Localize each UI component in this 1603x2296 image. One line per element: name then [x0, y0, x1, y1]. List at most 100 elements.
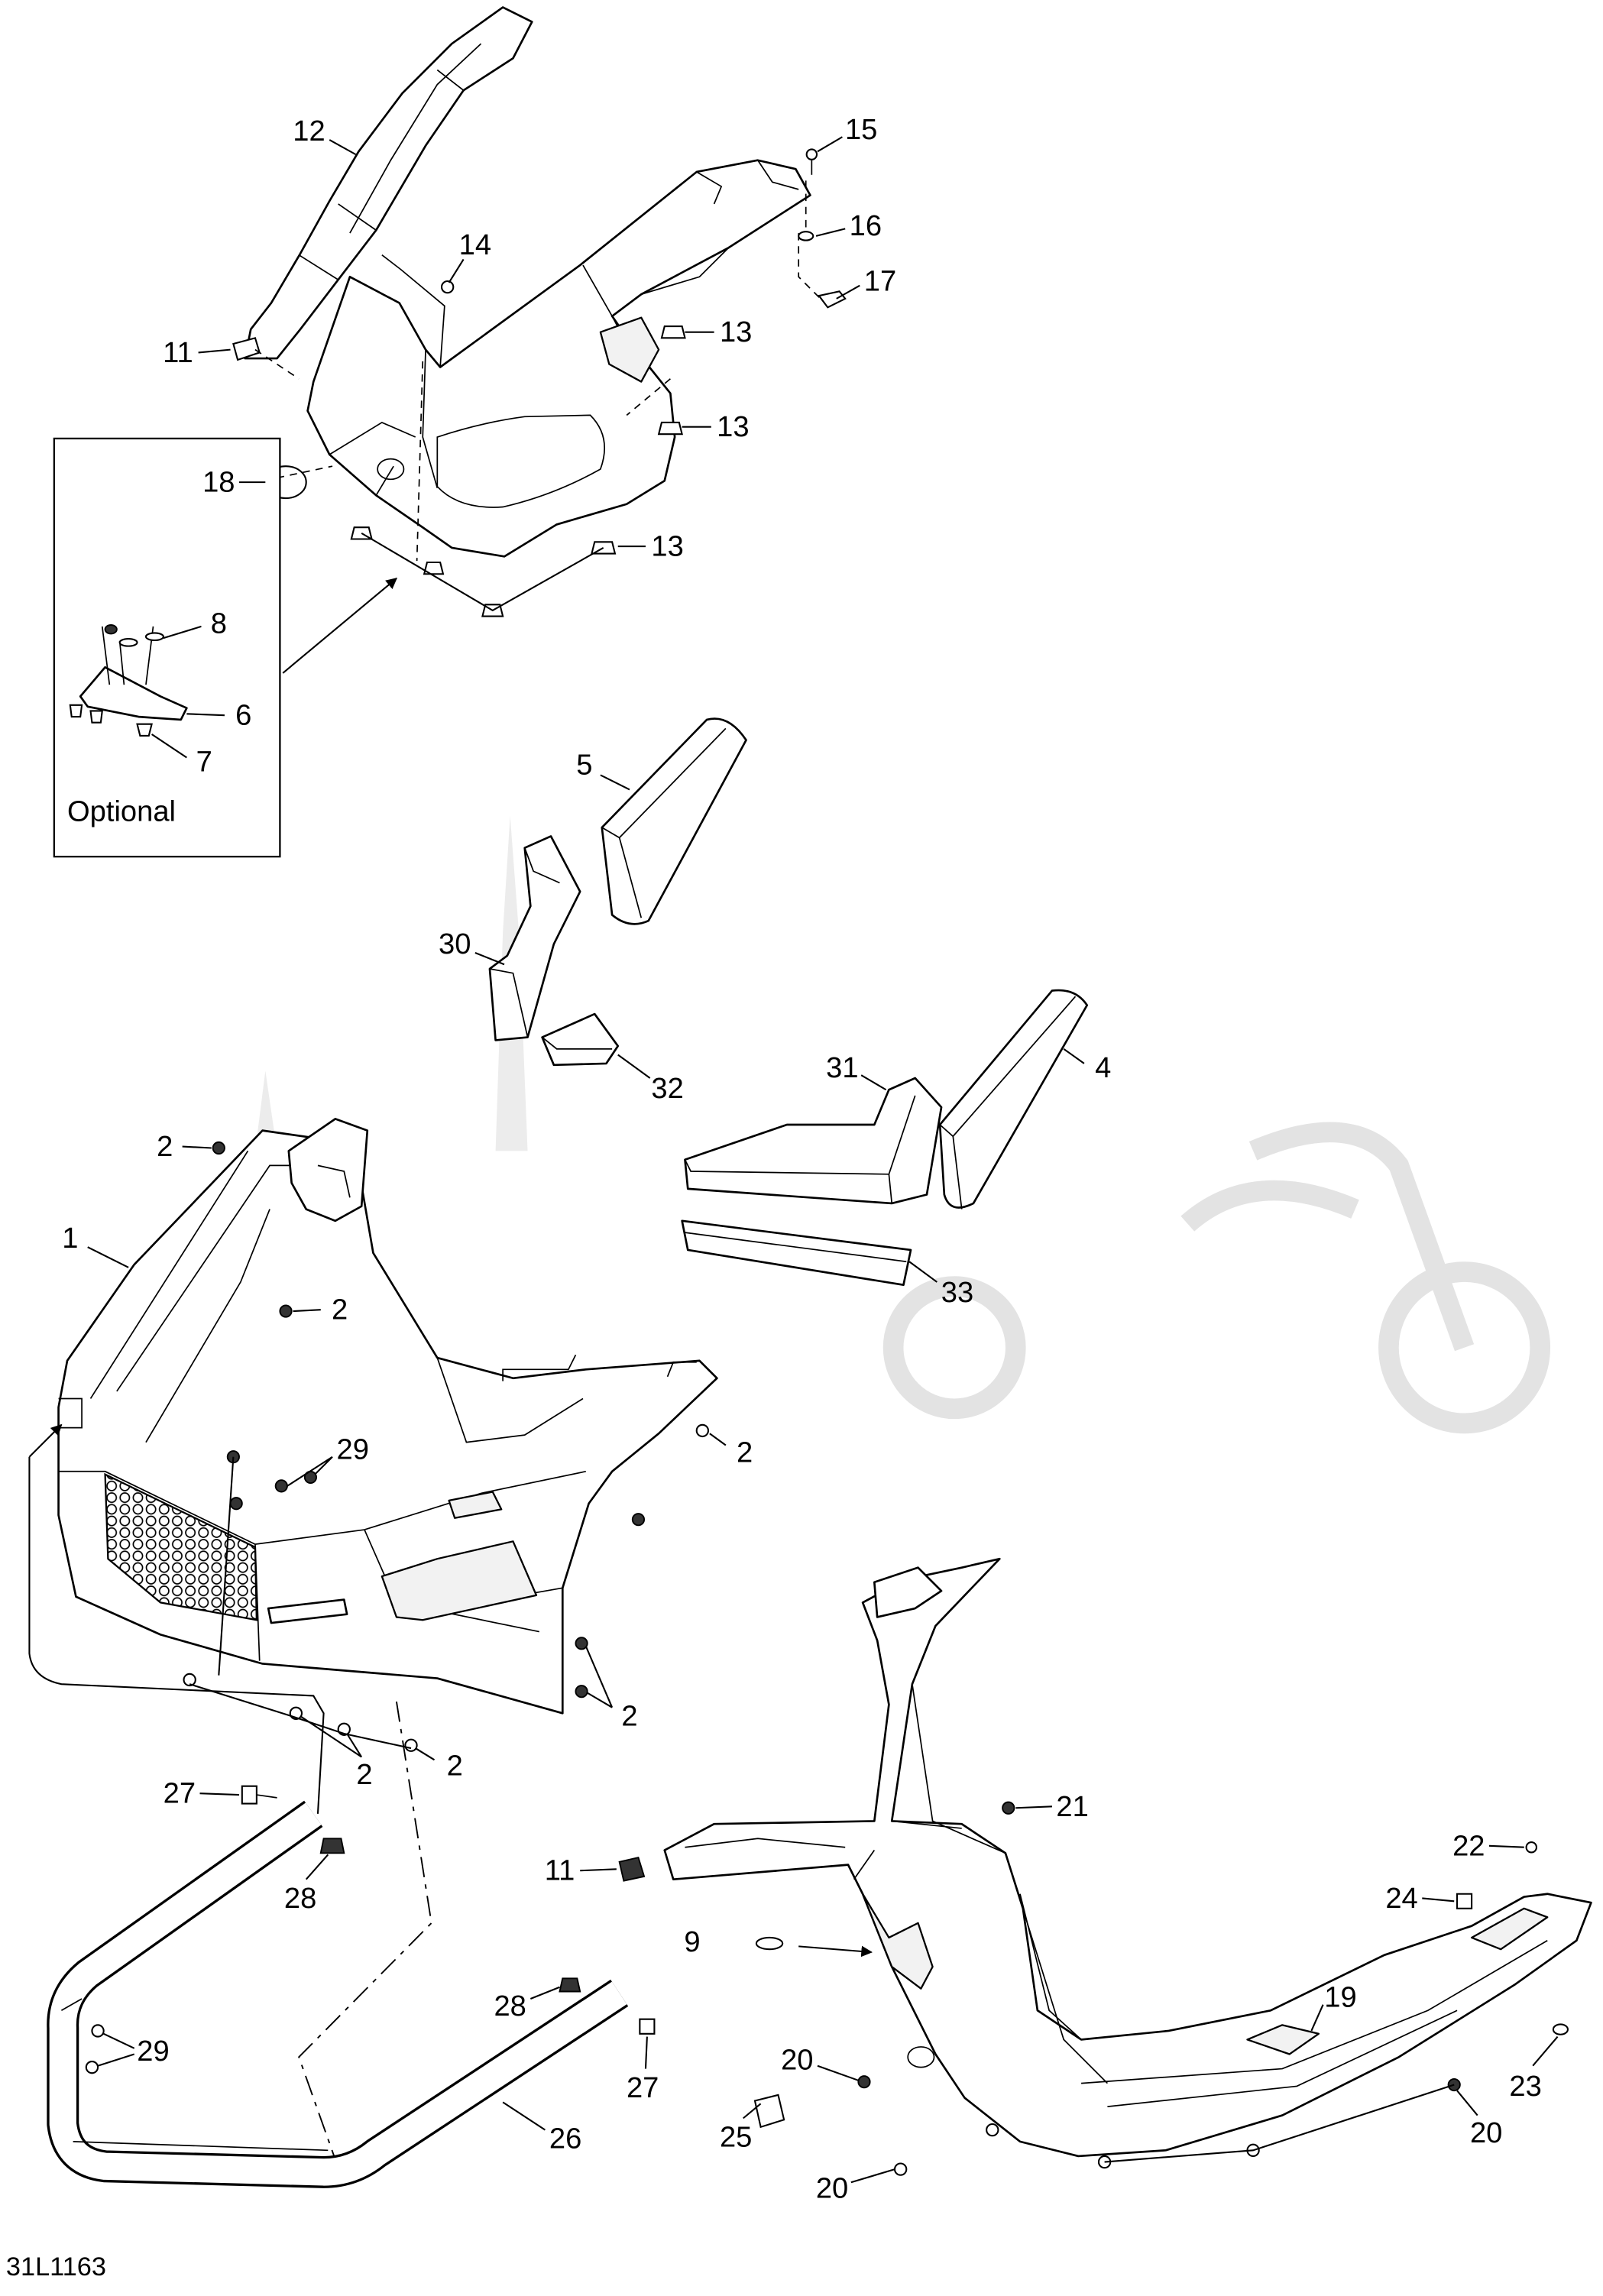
optional-kit-box: Optional: [53, 437, 281, 858]
callout-20: 20: [1470, 2116, 1502, 2149]
part-5-pad: [601, 717, 747, 925]
rivet-2-icon: [212, 1141, 225, 1155]
callout-11: 11: [545, 1854, 575, 1887]
screw-22-icon: [1525, 1841, 1537, 1854]
callout-19: 19: [1324, 1981, 1356, 2014]
callout-14: 14: [459, 228, 491, 261]
optional-arrow: [282, 578, 398, 674]
callout-2: 2: [332, 1294, 348, 1326]
callout-32: 32: [651, 1072, 683, 1105]
callout-26: 26: [549, 2123, 581, 2155]
mirror-mount: [287, 1118, 369, 1222]
part-26-bumper: [47, 1800, 629, 2188]
rivet-20-icon: [857, 2075, 871, 2089]
washer-16-icon: [798, 231, 814, 241]
rivet-20-icon: [893, 2162, 908, 2176]
part-1-front-nose: [57, 1118, 718, 1715]
grille-mesh: [104, 1472, 258, 1621]
callout-13: 13: [717, 410, 749, 443]
callout-20: 20: [816, 2171, 848, 2204]
callout-12: 12: [293, 115, 325, 147]
callout-22: 22: [1452, 1829, 1485, 1862]
callout-20: 20: [781, 2044, 813, 2077]
callout-28: 28: [494, 1990, 526, 2022]
belly-fasteners: [618, 1801, 1569, 2176]
callout-2: 2: [621, 1700, 637, 1733]
callout-7: 7: [196, 746, 212, 779]
part-4-pad: [938, 989, 1089, 1210]
callout-9: 9: [684, 1925, 700, 1958]
part-30-pad: [488, 835, 581, 1041]
callout-25: 25: [720, 2121, 752, 2154]
nut-13a-icon: [660, 325, 686, 339]
callout-2: 2: [737, 1436, 753, 1469]
callout-4: 4: [1095, 1051, 1111, 1084]
callout-16: 16: [850, 209, 882, 242]
nut-13b-icon: [657, 421, 683, 436]
part-33-strip: [681, 1219, 912, 1287]
callout-6: 6: [235, 699, 251, 732]
rivet-14-icon: [440, 280, 455, 294]
callout-2: 2: [157, 1130, 173, 1163]
rivet-20-icon: [1447, 2077, 1461, 2092]
callout-15: 15: [845, 113, 877, 146]
rivet-29-icon: [85, 2060, 99, 2074]
callout-18: 18: [202, 466, 235, 499]
center-line: [298, 1701, 432, 2168]
rivet-2-icon: [229, 1497, 243, 1511]
rivet-2-icon: [575, 1637, 588, 1650]
bumper-connector-line: [28, 1456, 325, 1814]
callout-1: 1: [62, 1222, 78, 1255]
callout-11: 11: [163, 336, 193, 369]
grommet-arrow: [798, 1945, 873, 1958]
callout-17: 17: [864, 264, 896, 297]
callout-13: 13: [651, 530, 683, 563]
callout-24: 24: [1385, 1882, 1417, 1915]
clip-11-icon: [618, 1856, 646, 1882]
rivet-2-icon: [404, 1738, 418, 1752]
watermark-graphic: [254, 815, 1551, 1434]
part-13-console-housing: [306, 159, 811, 558]
grommet-9-icon: [755, 1936, 784, 1951]
bumper-fasteners: [85, 1785, 656, 2074]
nut-25-icon: [753, 2094, 785, 2129]
rivet-2-icon: [279, 1304, 293, 1318]
callout-30: 30: [439, 928, 471, 960]
callout-23: 23: [1509, 2070, 1541, 2103]
callout-13: 13: [720, 316, 752, 348]
callout-28: 28: [284, 1882, 316, 1915]
rivet-2-icon: [695, 1423, 710, 1438]
callout-5: 5: [576, 749, 592, 782]
callout-29: 29: [337, 1433, 369, 1466]
part-12-upper-panel: [244, 6, 533, 360]
bumper-connector-arrow: [28, 1423, 63, 1458]
rivet-2-icon: [575, 1685, 588, 1699]
optional-label: Optional: [67, 795, 176, 828]
callout-8: 8: [211, 607, 227, 640]
part-31-pad: [684, 1077, 943, 1205]
rivet-2-icon: [183, 1673, 196, 1687]
screw-17-icon: [818, 290, 847, 309]
callout-31: 31: [826, 1051, 858, 1084]
callout-33: 33: [941, 1276, 973, 1309]
callout-21: 21: [1056, 1790, 1088, 1823]
rivet-20-icon: [986, 2123, 999, 2137]
rivet-2-icon: [631, 1513, 646, 1527]
bolt-27-icon: [241, 1785, 257, 1805]
bolt-27-icon: [639, 2018, 656, 2035]
callout-labels: 12 15 14 16 17 13 11 13 18 13 8 6 7 5 30…: [62, 113, 1542, 2204]
washer-23-icon: [1552, 2023, 1569, 2035]
screw-15-icon: [805, 148, 818, 160]
callout-leaders: [87, 136, 1559, 2184]
callout-27: 27: [164, 1777, 196, 1810]
upper-fasteners: [254, 148, 847, 617]
rivet-29-icon: [274, 1479, 288, 1493]
screw-24-icon: [1456, 1893, 1473, 1909]
nut-28-icon: [319, 1838, 345, 1854]
figure-code: 31L1163: [6, 2252, 106, 2281]
part-32-pad: [541, 1012, 620, 1067]
nut-28-icon: [559, 1977, 581, 1993]
rivet-21-icon: [1002, 1801, 1015, 1815]
callout-2: 2: [447, 1749, 463, 1782]
